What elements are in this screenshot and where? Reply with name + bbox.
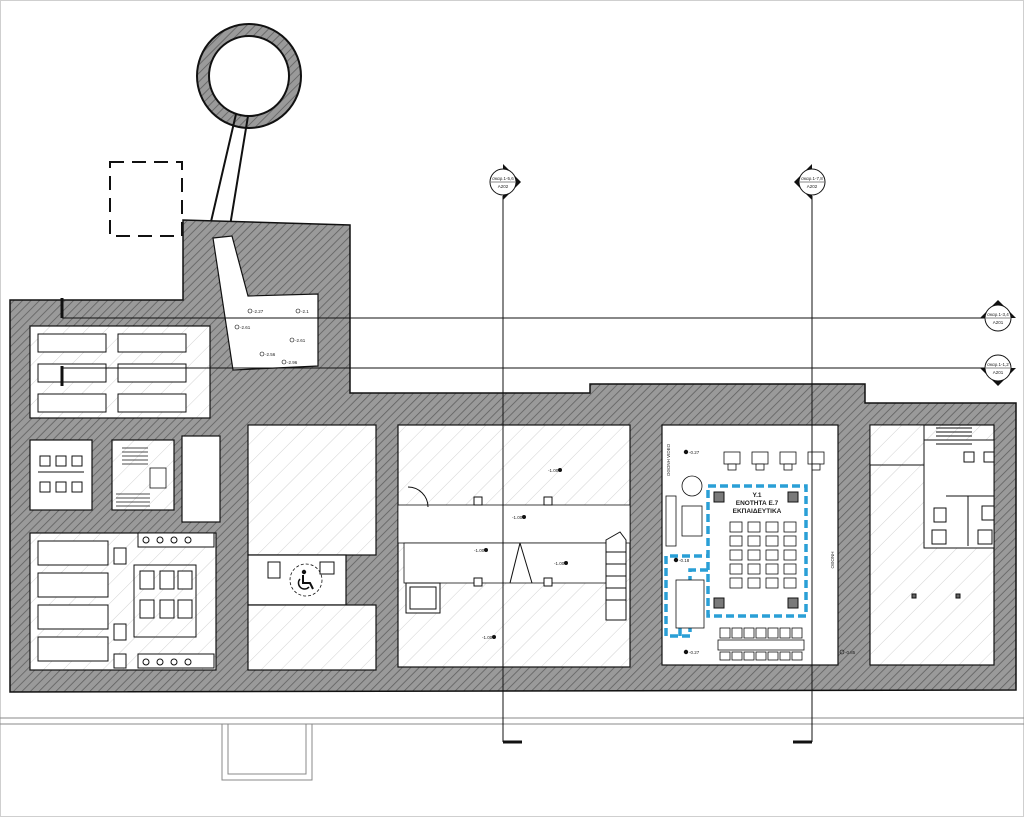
student-desk [765, 535, 779, 547]
classroom-label: Y.1 ΕΝΟΤΗΤΑ Ε.7 ΕΚΠΑΙΔΕΥΤΙΚΑ ΟΘΟΝΗ VIDEO… [666, 443, 835, 568]
room-shaft [181, 435, 221, 523]
classroom-chair [731, 627, 743, 639]
classroom-chair [755, 463, 765, 471]
section-marker-1-ref: σκαρ.1-5,6 [492, 176, 514, 181]
classroom-chair [719, 651, 731, 661]
wc-west [37, 532, 215, 669]
screen-label-left: ΟΘΟΝΗ VIDEO [666, 443, 671, 476]
dining-tables [38, 455, 84, 493]
section-lines [62, 196, 986, 742]
student-desk [765, 521, 779, 533]
well [196, 23, 302, 227]
east-room-fixtures [869, 424, 995, 599]
student-desk [765, 577, 779, 589]
student-desk [765, 563, 779, 575]
classroom-chair [791, 627, 803, 639]
section-marker-3-ref: σκαρ.1-3,4 [987, 312, 1009, 317]
dashed-outline [109, 161, 183, 237]
level-mark: -1.00 [474, 548, 485, 553]
classroom-chair [779, 651, 791, 661]
classroom-table [807, 451, 825, 465]
student-desk [729, 535, 743, 547]
level-mark: -2.56 [265, 352, 276, 357]
room-small-north [212, 235, 319, 371]
section-marker-3: σκαρ.1-3,4 A201 [980, 300, 1016, 332]
student-desk [747, 577, 761, 589]
classroom-chair [791, 651, 803, 661]
classroom-table [723, 451, 741, 465]
section-marker-1-sheet: A202 [498, 184, 509, 189]
central-hall-details [397, 486, 631, 621]
classroom-code: Y.1 [752, 492, 761, 499]
student-desk [747, 549, 761, 561]
student-desk [729, 549, 743, 561]
level-mark: -1.00 [482, 635, 493, 640]
pavement [0, 717, 1024, 781]
level-mark: -0.27 [689, 450, 700, 455]
level-mark: -1.00 [548, 468, 559, 473]
student-desk [783, 563, 797, 575]
stair-west [116, 447, 167, 507]
classroom-chair [755, 627, 767, 639]
section-marker-4-sheet: A201 [993, 370, 1004, 375]
level-marks: -2.27 -2.61 -2.1 -2.61 -2.56 -2.96 -0.27… [234, 308, 856, 655]
classroom-unit: ΕΝΟΤΗΤΑ Ε.7 [736, 500, 779, 507]
student-desk [747, 521, 761, 533]
level-mark: -0.27 [689, 650, 700, 655]
classroom-table [779, 451, 797, 465]
classroom-use: ΕΚΠΑΙΔΕΥΤΙΚΑ [733, 508, 782, 515]
classroom-chair [727, 463, 737, 471]
accessible-wc-icon [267, 561, 335, 597]
classroom-chair [783, 463, 793, 471]
room-dining-west [29, 439, 93, 511]
classroom-table [717, 639, 805, 651]
classroom-chair [755, 651, 767, 661]
classroom-chair [767, 627, 779, 639]
student-desk [783, 577, 797, 589]
student-desk [783, 549, 797, 561]
level-mark: -1.00 [554, 561, 565, 566]
student-desk [783, 535, 797, 547]
student-desk [747, 563, 761, 575]
route-corners [713, 491, 799, 609]
section-marker-1: σκαρ.1-5,6 A202 [489, 164, 521, 200]
section-marker-3-sheet: A201 [993, 320, 1004, 325]
section-marker-4: σκαρ.1-1,2 A201 [980, 354, 1016, 386]
student-desk [729, 521, 743, 533]
level-mark: -2.1 [301, 309, 309, 314]
student-desk [783, 521, 797, 533]
student-desk [747, 535, 761, 547]
classroom-bench [665, 475, 705, 629]
student-desk [765, 549, 779, 561]
section-marker-2: σκαρ.1-7,8 A202 [794, 164, 826, 200]
level-mark: -1.00 [512, 515, 523, 520]
level-mark: -2.61 [240, 325, 251, 330]
classroom-chair [743, 627, 755, 639]
section-marker-4-ref: σκαρ.1-1,2 [987, 362, 1009, 367]
classroom-chair [811, 463, 821, 471]
room-central-west [247, 424, 377, 556]
student-desk [729, 577, 743, 589]
level-mark: -2.61 [295, 338, 306, 343]
level-mark: -2.27 [253, 309, 264, 314]
classroom-chair [779, 627, 791, 639]
level-mark: -2.96 [287, 360, 298, 365]
classroom-chair [719, 627, 731, 639]
level-mark: -0.85 [845, 650, 856, 655]
classroom-furniture [717, 451, 825, 661]
section-marker-2-sheet: A202 [807, 184, 818, 189]
screen-label-right: ΟΘΟΝΗ [830, 551, 835, 568]
classroom-chair [767, 651, 779, 661]
classroom-chair [731, 651, 743, 661]
room-lobby [247, 604, 377, 671]
student-desk [729, 563, 743, 575]
classroom-chair [743, 651, 755, 661]
level-mark: -0.18 [679, 558, 690, 563]
classroom-table [751, 451, 769, 465]
section-marker-2-ref: σκαρ.1-7,8 [801, 176, 823, 181]
